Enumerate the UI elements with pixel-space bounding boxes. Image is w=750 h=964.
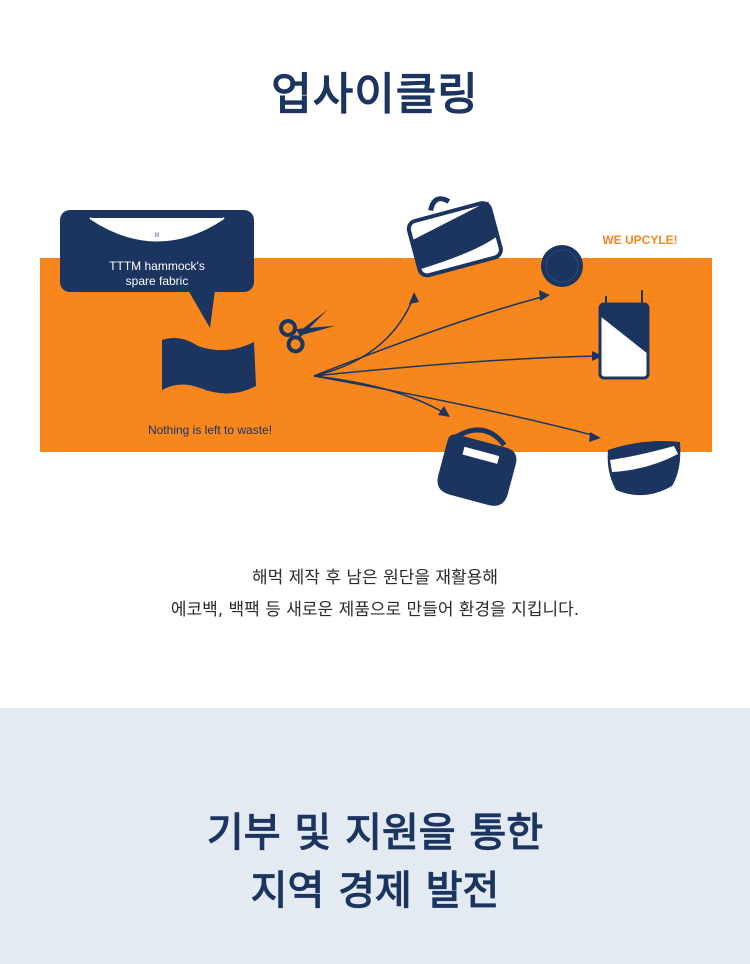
nothing-wasted-text: Nothing is left to waste! <box>148 423 272 437</box>
shoulder-bag-icon <box>437 427 517 506</box>
section2-title: 기부 및 지원을 통한 지역 경제 발전 <box>0 804 750 920</box>
speech-bubble: ıı TTTM hammock's spare fabric <box>60 210 254 328</box>
section2-title-line1: 기부 및 지원을 통한 <box>206 810 544 856</box>
caption: 해먹 제작 후 남은 원단을 재활용해 에코백, 백팩 등 새로운 제품으로 만… <box>0 562 750 626</box>
pouch-icon <box>607 441 681 496</box>
phone-pouch-icon <box>598 290 650 380</box>
fabric-icon <box>162 338 256 394</box>
tote-bag-icon <box>406 196 503 278</box>
scissors-icon <box>279 309 336 354</box>
arrowheads <box>409 290 603 442</box>
upcycling-illustration: ıı TTTM hammock's spare fabric Nothing i… <box>40 168 712 530</box>
coaster-icon <box>541 245 583 287</box>
bubble-text-line1: TTTM hammock's <box>109 259 205 273</box>
caption-line1: 해먹 제작 후 남은 원단을 재활용해 <box>252 568 498 588</box>
arrows <box>313 295 599 437</box>
section2-title-line2: 지역 경제 발전 <box>250 868 500 914</box>
page-title: 업사이클링 <box>271 69 479 120</box>
section2-band: 기부 및 지원을 통한 지역 경제 발전 <box>0 708 750 964</box>
we-upcycle-text: WE UPCYLE! <box>602 233 677 247</box>
svg-text:ıı: ıı <box>155 230 159 239</box>
bubble-text-line2: spare fabric <box>126 274 189 288</box>
caption-line2: 에코백, 백팩 등 새로운 제품으로 만들어 환경을 지킵니다. <box>170 600 580 620</box>
